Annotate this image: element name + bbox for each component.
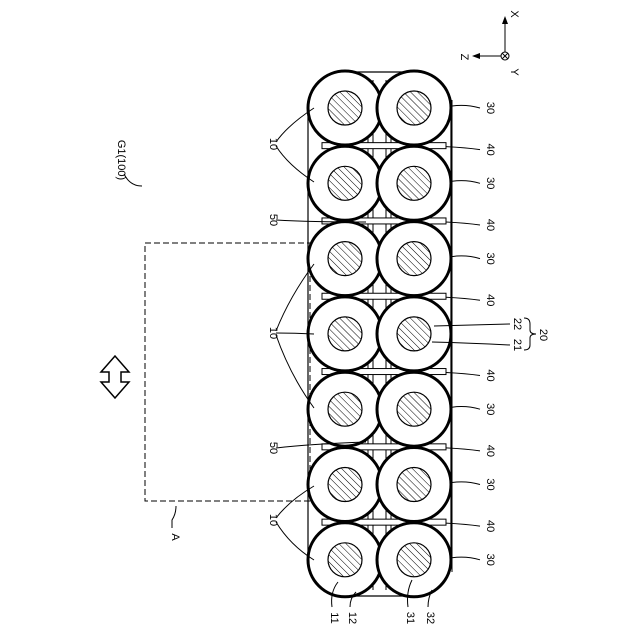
label-30: 30 xyxy=(484,177,496,189)
cell-core xyxy=(397,91,431,125)
cell-core xyxy=(328,392,362,426)
right-labels: 30 40 30 40 30 40 40 30 40 30 40 30 xyxy=(446,102,496,566)
region-a-boundary xyxy=(145,243,310,501)
label-30: 30 xyxy=(484,478,496,490)
cell-right xyxy=(377,71,451,145)
cell-left xyxy=(308,146,382,220)
double-arrow-icon xyxy=(101,356,129,398)
label-30: 30 xyxy=(484,554,496,566)
label-40: 40 xyxy=(484,144,496,156)
label-40: 40 xyxy=(484,520,496,532)
cell-core xyxy=(328,543,362,577)
label-40: 40 xyxy=(484,369,496,381)
cell-left xyxy=(308,523,382,597)
label-40: 40 xyxy=(484,294,496,306)
cell-core xyxy=(397,166,431,200)
leader-30 xyxy=(452,105,480,108)
axis-z-label: Z xyxy=(458,54,470,61)
leader-30 xyxy=(452,482,480,485)
cell-core xyxy=(397,543,431,577)
region-a-leader xyxy=(172,506,176,528)
cell-left xyxy=(308,222,382,296)
cell-core xyxy=(328,166,362,200)
label-30: 30 xyxy=(484,403,496,415)
cell-right xyxy=(377,146,451,220)
cell-core xyxy=(397,242,431,276)
cell-core xyxy=(397,468,431,502)
cell-left xyxy=(308,71,382,145)
label-12: 12 xyxy=(346,612,358,624)
leader-30 xyxy=(452,407,480,410)
leader-30 xyxy=(452,557,480,560)
label-40: 40 xyxy=(484,445,496,457)
label-20: 20 xyxy=(537,329,549,341)
battery-module xyxy=(308,71,452,597)
cell-core xyxy=(397,317,431,351)
leader-30 xyxy=(452,181,480,184)
label-22: 22 xyxy=(511,318,523,330)
cell-core xyxy=(328,242,362,276)
cell-right xyxy=(377,523,451,597)
cell-left xyxy=(308,297,382,371)
cell-core xyxy=(328,91,362,125)
label-30: 30 xyxy=(484,252,496,264)
brace-20 xyxy=(524,318,536,350)
label-11: 11 xyxy=(328,612,340,623)
cell-right xyxy=(377,297,451,371)
axis-y-label: Y xyxy=(508,68,520,76)
cell-right xyxy=(377,448,451,522)
cell-core xyxy=(328,317,362,351)
cell-right xyxy=(377,372,451,446)
axis-indicator: X Z Y xyxy=(458,10,520,76)
label-40: 40 xyxy=(484,219,496,231)
cell-left xyxy=(308,372,382,446)
cell-right xyxy=(377,222,451,296)
figure-label: G1(100) xyxy=(115,140,127,180)
label-21: 21 xyxy=(511,339,523,351)
axis-x-label: X xyxy=(508,10,520,18)
cell-left xyxy=(308,448,382,522)
cell-core xyxy=(328,468,362,502)
cell-core xyxy=(397,392,431,426)
label-32: 32 xyxy=(424,612,436,624)
leader-30 xyxy=(452,256,480,259)
region-a-label: A xyxy=(169,533,181,541)
label-30: 30 xyxy=(484,102,496,114)
label-31: 31 xyxy=(404,612,416,624)
